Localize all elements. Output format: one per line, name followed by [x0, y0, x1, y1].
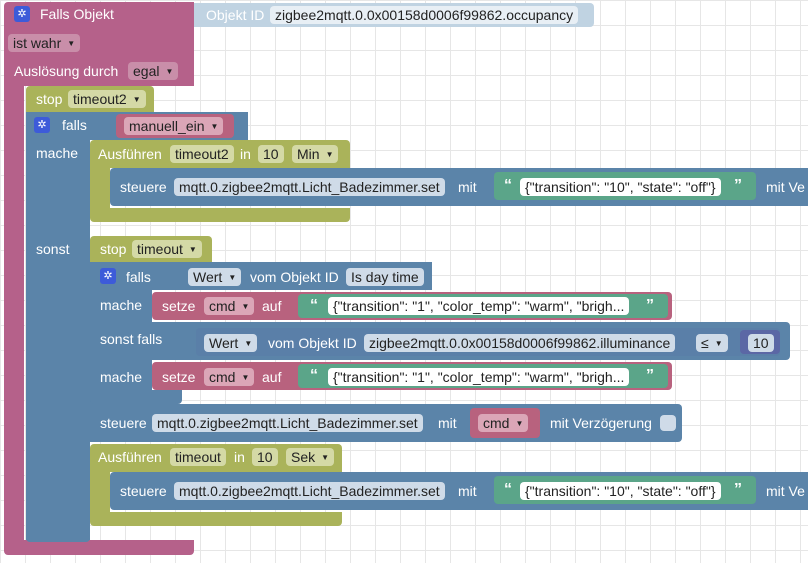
gear-icon[interactable]: ✲ [100, 268, 116, 284]
object-field[interactable]: Is day time [346, 268, 424, 286]
if-else-footer [26, 528, 90, 542]
gear-icon[interactable]: ✲ [14, 6, 30, 22]
exec-unit-dropdown[interactable]: Min▼ [292, 145, 339, 163]
exec-label: Ausführen [98, 449, 162, 465]
string-field[interactable]: {"transition": "1", "color_temp": "warm"… [328, 297, 630, 315]
sonst-falls-label: sonst falls [100, 331, 163, 347]
set-auf-label: auf [262, 298, 282, 314]
quote-icon: “ [310, 367, 318, 384]
vom-objekt-label: vom Objekt ID [250, 269, 339, 285]
quote-icon: “ [504, 177, 512, 194]
trigger-dropdown[interactable]: egal▼ [128, 62, 179, 80]
variable-dropdown[interactable]: cmd▼ [478, 414, 529, 432]
control-mit-label: mit [458, 483, 477, 499]
stop-timer-dropdown[interactable]: timeout2▼ [68, 90, 146, 108]
quote-icon: “ [310, 297, 318, 314]
object-id-field[interactable]: zigbee2mqtt.0.0x00158d0006f99862.occupan… [270, 6, 579, 24]
event-label: Falls Objekt [40, 6, 114, 22]
condition-dropdown[interactable]: ist wahr▼ [8, 34, 81, 52]
trigger-label: Auslösung durch [14, 63, 119, 79]
if-else-spine [26, 140, 90, 540]
operator-dropdown[interactable]: ≤▼ [696, 334, 728, 352]
exec-timer-spine [90, 472, 110, 516]
if-sonst-label: sonst [36, 241, 70, 257]
control-label: steuere [120, 179, 167, 195]
delay-label: mit Ve [766, 179, 805, 195]
inner-if-footer [90, 390, 182, 404]
inner-mache-label: mache [100, 297, 143, 313]
object-id-label: Objekt ID [206, 7, 265, 23]
quote-icon: “ [504, 481, 512, 498]
variable-dropdown[interactable]: manuell_ein▼ [124, 117, 224, 135]
string-field[interactable]: {"transition": "10", "state": "off"} [520, 178, 721, 196]
quote-icon: ” [734, 481, 742, 498]
stop-timer-dropdown[interactable]: timeout▼ [132, 240, 202, 258]
inner-falls-label: falls [126, 269, 151, 285]
exec-timer-dropdown[interactable]: timeout [170, 448, 226, 466]
wert-dropdown[interactable]: Wert▼ [188, 268, 242, 286]
event-block-footer [4, 540, 194, 555]
control-mit-label: mit [438, 415, 457, 431]
exec-value-field[interactable]: 10 [252, 448, 278, 466]
delay-label: mit Verzögerung [550, 415, 652, 431]
quote-icon: ” [646, 297, 654, 314]
inner-mache2-label: mache [100, 369, 143, 385]
control-mit-label: mit [458, 179, 477, 195]
exec-in-label: in [234, 449, 245, 465]
control-target-field[interactable]: mqtt.0.zigbee2mqtt.Licht_Badezimmer.set [174, 482, 445, 500]
quote-icon: ” [734, 177, 742, 194]
string-field[interactable]: {"transition": "1", "color_temp": "warm"… [328, 368, 630, 386]
set-variable-dropdown[interactable]: cmd▼ [204, 368, 255, 386]
string-field[interactable]: {"transition": "10", "state": "off"} [520, 482, 721, 500]
exec-timer-spine [90, 168, 110, 210]
exec-label: Ausführen [98, 146, 162, 162]
exec-timer-footer [90, 512, 342, 526]
exec-in-label: in [240, 146, 251, 162]
stop-label: stop [36, 91, 63, 107]
if-falls-label: falls [62, 117, 87, 133]
gear-icon[interactable]: ✲ [34, 117, 50, 133]
set-label: setze [162, 298, 196, 314]
if-mache-label: mache [36, 145, 79, 161]
control-label: steuere [120, 483, 167, 499]
exec-timer-footer [90, 208, 350, 222]
number-field[interactable]: 10 [748, 334, 774, 352]
delay-checkbox[interactable] [660, 415, 676, 431]
delay-label: mit Ve [766, 483, 805, 499]
vom-objekt-label: vom Objekt ID [268, 335, 357, 351]
control-label: steuere [100, 415, 147, 431]
quote-icon: ” [646, 367, 654, 384]
object-field[interactable]: zigbee2mqtt.0.0x00158d0006f99862.illumin… [364, 334, 676, 352]
event-block-spine [4, 84, 24, 546]
exec-value-field[interactable]: 10 [258, 145, 284, 163]
control-target-field[interactable]: mqtt.0.zigbee2mqtt.Licht_Badezimmer.set [174, 178, 445, 196]
set-label: setze [162, 369, 196, 385]
set-variable-dropdown[interactable]: cmd▼ [204, 297, 255, 315]
wert-dropdown[interactable]: Wert▼ [204, 334, 258, 352]
set-auf-label: auf [262, 369, 282, 385]
exec-timer-dropdown[interactable]: timeout2 [170, 145, 234, 163]
exec-unit-dropdown[interactable]: Sek▼ [286, 448, 335, 466]
control-target-field[interactable]: mqtt.0.zigbee2mqtt.Licht_Badezimmer.set [152, 414, 423, 432]
stop-label: stop [100, 241, 127, 257]
